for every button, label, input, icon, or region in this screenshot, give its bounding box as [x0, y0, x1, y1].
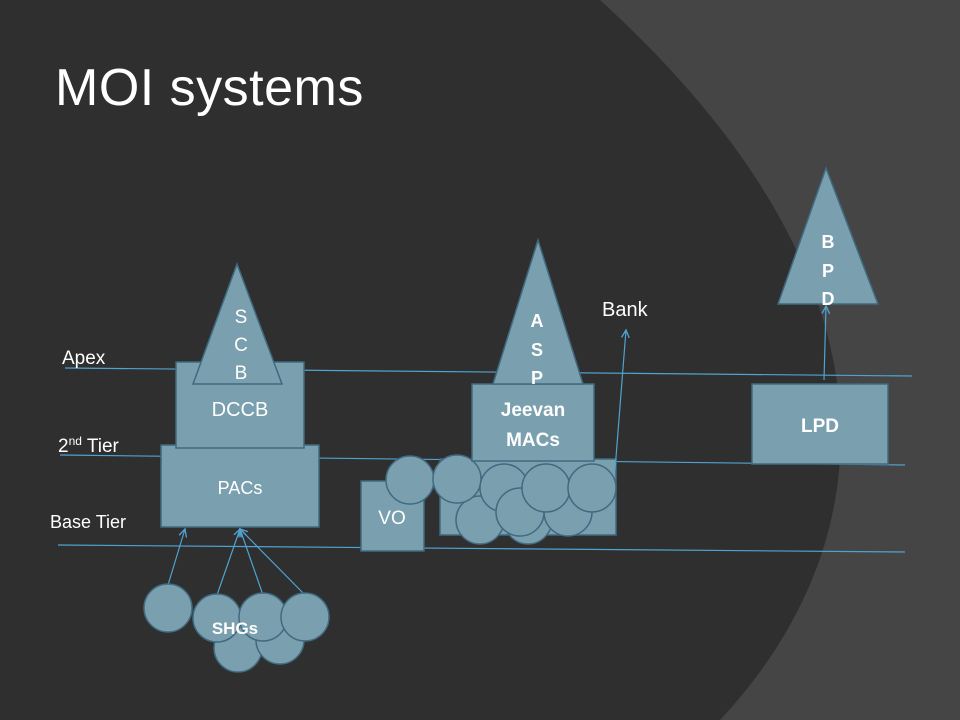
jeevan-label-line2: MACs — [506, 430, 560, 451]
bank-arrow — [614, 330, 626, 471]
scb-letter-s: S — [235, 307, 248, 328]
mac-circle — [385, 455, 435, 505]
macs-cluster — [385, 454, 617, 545]
mac-circle — [432, 454, 482, 504]
page-title: MOI systems — [55, 59, 364, 117]
shg-circle — [143, 583, 193, 633]
base-tier-line — [57, 544, 906, 553]
bpd-letter-d: D — [822, 289, 835, 309]
scb-triangle — [191, 261, 284, 385]
vo-label: VO — [378, 508, 405, 529]
asp-letter-a: A — [531, 311, 544, 331]
shg-arrow-3 — [240, 529, 264, 596]
shg-cluster — [143, 583, 330, 673]
bpd-letter-b: B — [822, 232, 835, 252]
apex-tier-label: Apex — [62, 348, 106, 369]
shgs-label: SHGs — [212, 619, 258, 638]
background-band — [600, 0, 960, 720]
asp-letter-s: S — [531, 340, 543, 360]
lpd-label: LPD — [801, 416, 839, 437]
mac-circle — [567, 463, 617, 513]
dccb-label: DCCB — [212, 399, 269, 421]
base-tier-label: Base Tier — [50, 512, 126, 532]
bpd-letter-p: P — [822, 261, 834, 281]
bpd-triangle — [776, 165, 880, 305]
lpd-box — [751, 383, 889, 465]
shg-circle — [280, 592, 330, 642]
scb-letter-c: C — [234, 335, 248, 356]
asp-triangle — [491, 237, 585, 385]
jeevan-label-line1: Jeevan — [501, 400, 565, 421]
mac-circle — [521, 463, 571, 513]
shg-arrow-1 — [167, 529, 185, 586]
lpd-to-bpd-arrow — [824, 306, 826, 381]
bank-label: Bank — [602, 299, 649, 321]
shg-arrow-4 — [240, 529, 306, 596]
asp-letter-p: P — [531, 368, 543, 388]
shg-arrow-2 — [216, 529, 240, 596]
pacs-label: PACs — [218, 478, 263, 498]
scb-letter-b: B — [235, 363, 248, 384]
second-tier-label: 2nd Tier — [58, 434, 120, 457]
